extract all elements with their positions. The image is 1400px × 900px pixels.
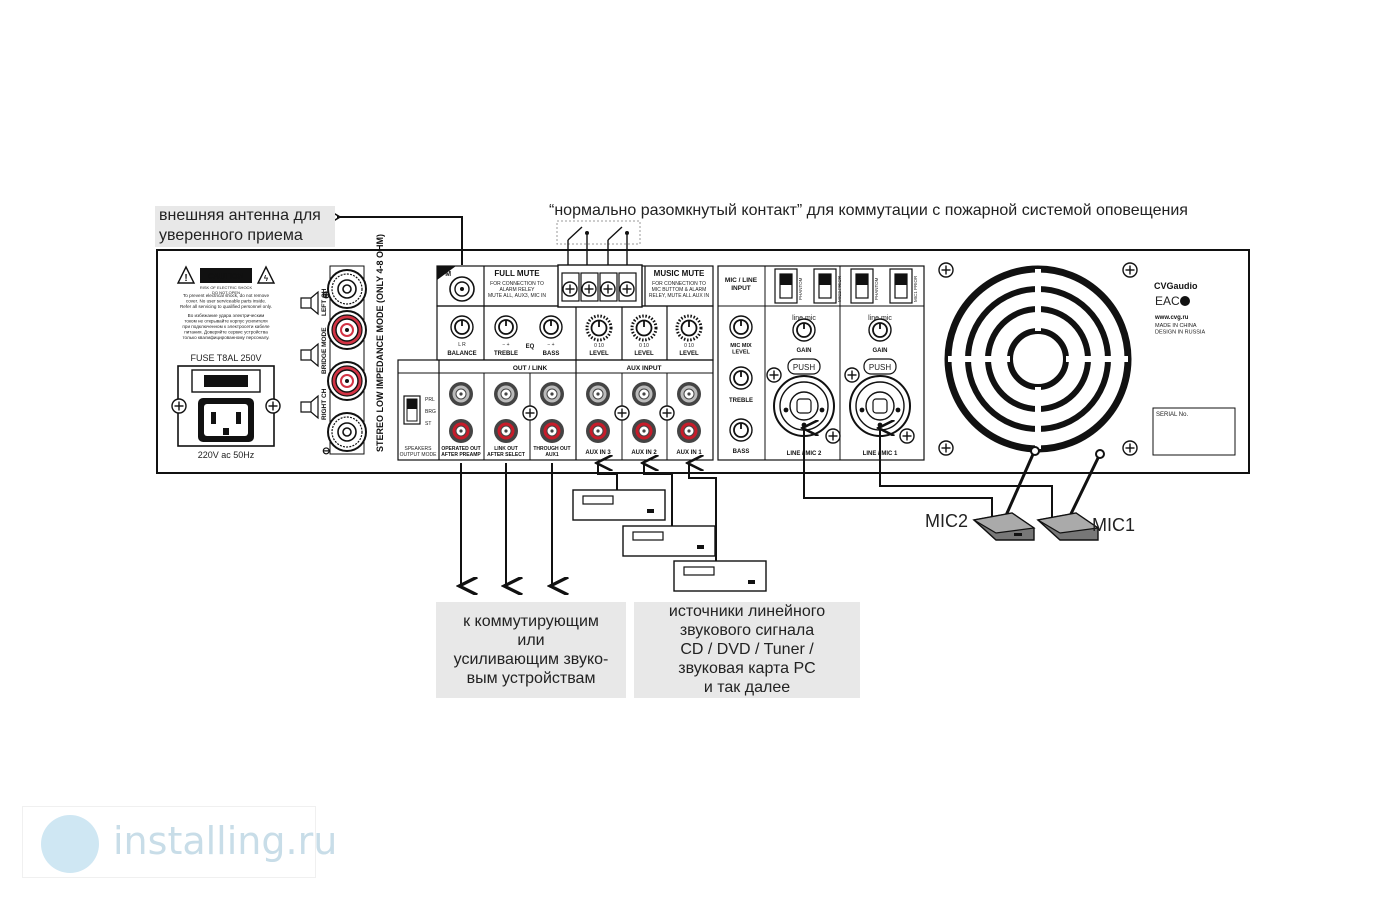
aux-in2-label: AUX IN 2 [631,450,657,456]
aux2-wire [644,463,673,526]
balance-label: BALANCE [447,351,476,357]
mic-bass-label: BASS [733,449,750,455]
fan-grille [938,262,1138,456]
mic2-phantom-label: PHANTOM [798,277,803,300]
svg-text:⊕: ⊕ [322,290,330,301]
caution-english: To prevent electrical shock, do not remo… [180,293,272,309]
aux1-wire [689,463,717,561]
source-device-2 [622,525,716,557]
switch-prl: PRL [425,397,435,403]
svg-text:ϟ: ϟ [264,274,269,283]
mic2-label: MIC2 [925,511,969,531]
mic1-label: MIC1 [1092,515,1136,535]
speaker-icons [300,290,319,420]
microphone-1 [1036,449,1105,541]
website-label: www.cvg.ru [1154,315,1189,321]
svg-text:⊖: ⊖ [322,446,330,457]
bridge-mode-label: BRIDGE MODE [321,327,328,374]
svg-text:!: ! [184,273,187,284]
switch-st: ST [425,421,431,427]
speakers-mode-switch [403,395,421,425]
fire-contact-annotation: “нормально разомкнутый контакт” для комм… [549,202,1188,219]
level1-label: LEVEL [679,351,699,357]
fm-label: FM [441,271,451,278]
treble-minus-plus: − + [502,342,509,348]
source-device-1 [572,489,666,521]
mic2-wire [804,428,993,517]
brand-label: CVGaudio [1154,281,1198,291]
source-device-3 [673,560,767,592]
right-ch-label: RIGHT CH [321,388,328,420]
aux-in3-label: AUX IN 3 [585,450,611,456]
treble-label: TREBLE [494,351,518,357]
watermark-text: installing.ru [113,819,338,863]
relay-contacts [556,220,641,265]
switch-brg: BRG [425,409,436,415]
mic1-push-label: PUSH [869,363,891,372]
sources-annotation: источники линейного звукового сигнала CD… [634,602,860,698]
out-link-label: OUT / LINK [513,365,548,372]
bass-minus-plus: − + [547,342,554,348]
music-mute-label: MUSIC MUTE [654,269,705,278]
mic1-gain-label: GAIN [873,348,888,354]
aux-input-label: AUX INPUT [626,365,661,372]
mic1-wire [880,428,1053,517]
mic2-push-label: PUSH [793,363,815,372]
mic2-gain-label: GAIN [797,348,812,354]
antenna-annotation: внешняя антенна для уверенного приема [155,206,335,247]
watermark: installing.ru [22,806,337,878]
eq-label: EQ [526,344,535,350]
level2-label: LEVEL [634,351,654,357]
level3-scale: 0 10 [594,343,604,349]
relay-terminal-block [557,264,643,308]
snowflake-logo-icon [41,815,99,873]
mic1-prior-label: MIC1 PRIOR [913,275,918,302]
aux3-wire [598,463,618,490]
full-mute-label: FULL MUTE [494,269,540,278]
balance-lr: L R [458,342,466,348]
microphone-2 [972,446,1040,541]
fm-antenna-jack [449,276,475,302]
aux-in1-label: AUX IN 1 [676,450,702,456]
mic1-phantom-label: PHANTOM [874,277,879,300]
fuse-label: FUSE T8AL 250V [190,353,261,363]
caution-title: CAUTION [208,272,245,281]
level2-scale: 0 10 [639,343,649,349]
level1-scale: 0 10 [684,343,694,349]
power-label: 220V ac 50Hz [198,450,255,460]
mic2-prior-label: MIC2 PRIOR [837,275,842,302]
serial-label: SERIAL No. [1156,412,1188,418]
left-ch-label: LEFT CH [321,288,328,316]
eac-mark: EAC [1155,294,1180,308]
stereo-mode-label: STEREO LOW IMPEDANCE MODE (ONLY 4-8 OHM) [375,234,385,452]
mic-treble-label: TREBLE [729,398,753,404]
bass-label: BASS [543,351,560,357]
level3-label: LEVEL [589,351,609,357]
antenna-wire [337,216,463,265]
power-inlet [177,365,275,447]
outputs-annotation: к коммутирующим или усиливающим звуко- в… [436,602,626,698]
